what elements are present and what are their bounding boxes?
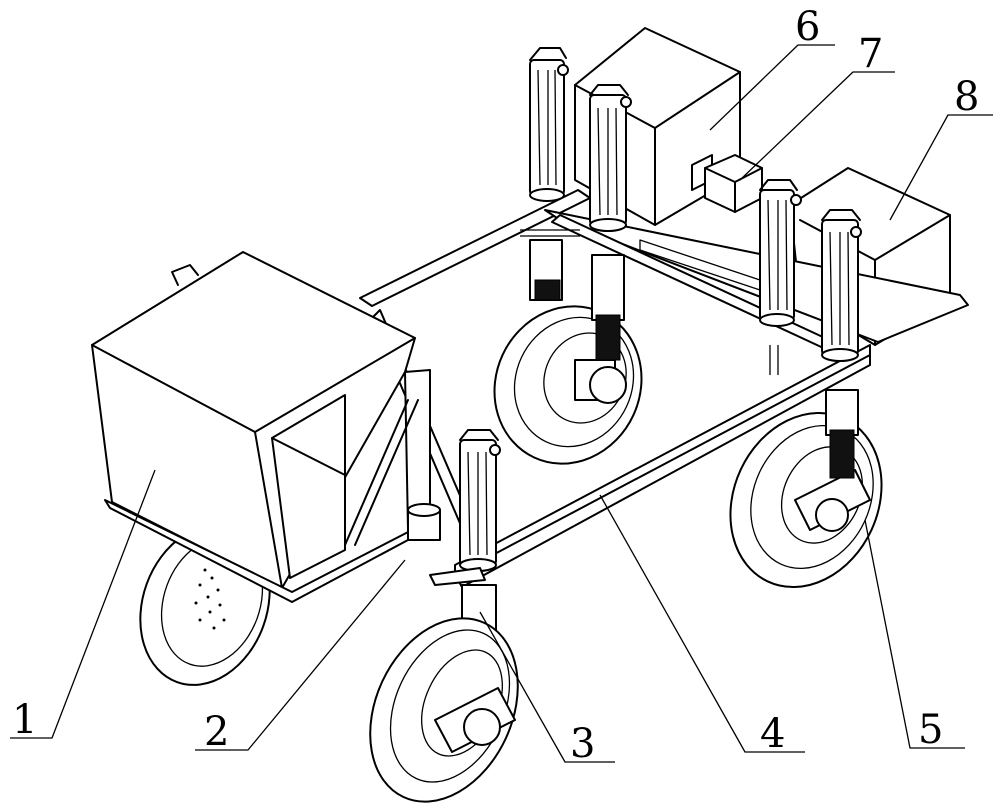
leader-lines [10, 44, 993, 763]
callout-6: 6 [795, 4, 820, 50]
callout-1: 1 [12, 697, 37, 743]
front-right-wheel [369, 567, 519, 803]
actuator-rear-mid [589, 84, 632, 232]
actuator-right-b [821, 209, 862, 362]
callout-2: 2 [204, 709, 229, 755]
rear-left-wheel [493, 305, 643, 465]
motor-7 [691, 154, 763, 213]
callout-7: 7 [858, 31, 883, 77]
leg-rear-right [825, 389, 859, 479]
actuator-front [459, 429, 501, 572]
leg-rear-mid [591, 254, 625, 361]
callout-3: 3 [570, 721, 595, 767]
rear-right-wheel [729, 411, 883, 589]
actuator-rear-left [529, 47, 569, 202]
hopper-box-1 [91, 251, 441, 603]
actuator-right-a [759, 179, 802, 327]
callout-8: 8 [954, 74, 979, 120]
callout-4: 4 [760, 711, 785, 757]
callout-5: 5 [918, 707, 943, 753]
leg-rear-left [529, 239, 563, 301]
